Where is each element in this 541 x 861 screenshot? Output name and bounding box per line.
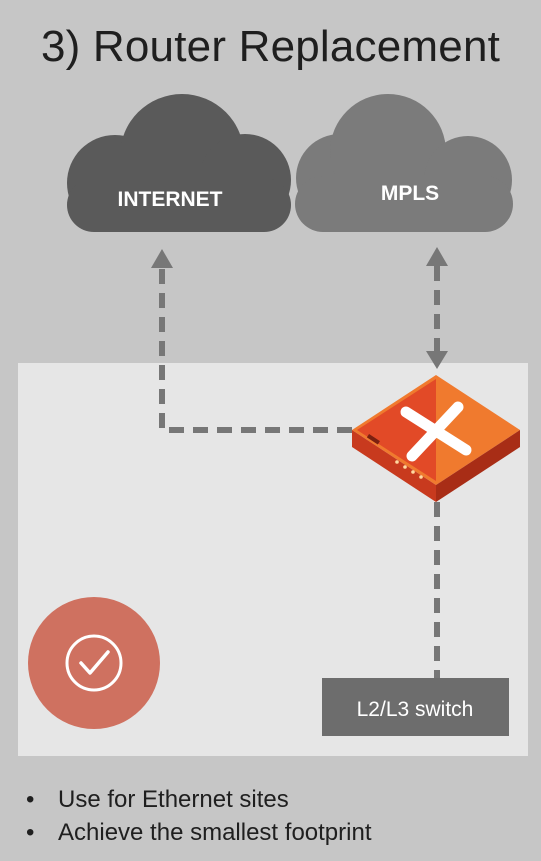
arrow-up-icon [151, 249, 173, 268]
internet-connector [151, 249, 352, 433]
feature-list: • Use for Ethernet sites • Achieve the sma… [26, 783, 372, 849]
checkmark-badge [28, 597, 160, 729]
feature-item: • Achieve the smallest footprint [26, 816, 372, 849]
arrow-down-icon [426, 351, 448, 369]
internet-label: INTERNET [118, 188, 223, 211]
router-x-icon [352, 375, 520, 502]
bullet-point: • [26, 819, 35, 846]
switch-label: L2/L3 switch [357, 698, 474, 721]
feature-text: Achieve the smallest footprint [58, 819, 372, 846]
mpls-connector [426, 247, 448, 369]
feature-text: Use for Ethernet sites [58, 786, 289, 813]
page-title: 3) Router Replacement [40, 22, 501, 71]
checkmark-circle-icon [65, 634, 123, 692]
bullet-point: • [26, 786, 35, 813]
mpls-label: MPLS [381, 182, 439, 205]
mpls-cloud: MPLS [295, 94, 513, 232]
l2-l3-switch: L2/L3 switch [322, 678, 509, 736]
feature-item: • Use for Ethernet sites [26, 783, 372, 816]
internet-cloud: INTERNET [67, 94, 291, 232]
arrow-up-icon [426, 247, 448, 266]
